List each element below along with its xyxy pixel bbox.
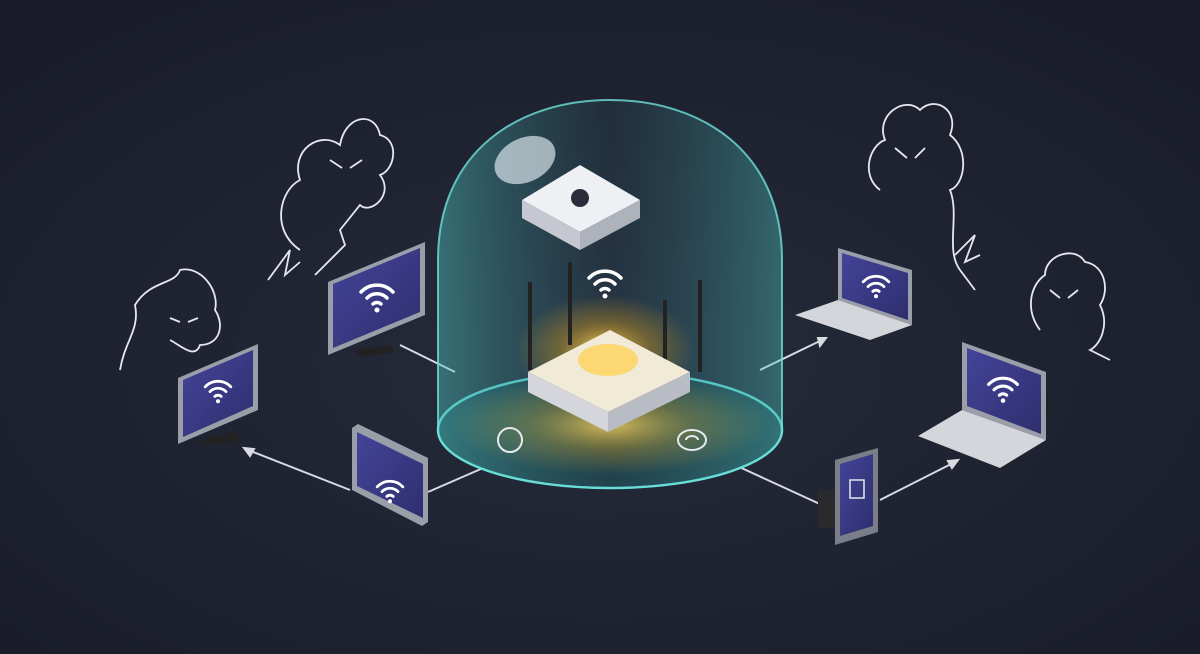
phone-device (818, 448, 878, 545)
connection-line (734, 464, 823, 506)
threat-cloud-icon (267, 118, 395, 281)
shield-icon (571, 189, 589, 207)
laptop-device (918, 342, 1046, 468)
security-module (522, 165, 640, 250)
connection-line (879, 461, 956, 501)
dome-highlight (494, 135, 556, 185)
threat-cloud-icon (119, 268, 221, 371)
connection-lines (241, 337, 961, 506)
tablet-device (352, 424, 428, 526)
arrow-head (241, 446, 256, 458)
threat-cloud-icon (868, 103, 981, 291)
router-icon (515, 262, 702, 432)
connection-line (427, 464, 491, 493)
threat-cloud-icon (1030, 252, 1111, 361)
arrow-head (946, 458, 961, 470)
monitor-device (178, 344, 258, 447)
base-icon (497, 427, 708, 453)
connection-line (247, 449, 351, 491)
monitor-device (328, 242, 425, 357)
laptop-device (795, 248, 912, 340)
dome-glass (437, 98, 783, 489)
app-icon (849, 479, 865, 499)
arrow-head (816, 337, 828, 349)
